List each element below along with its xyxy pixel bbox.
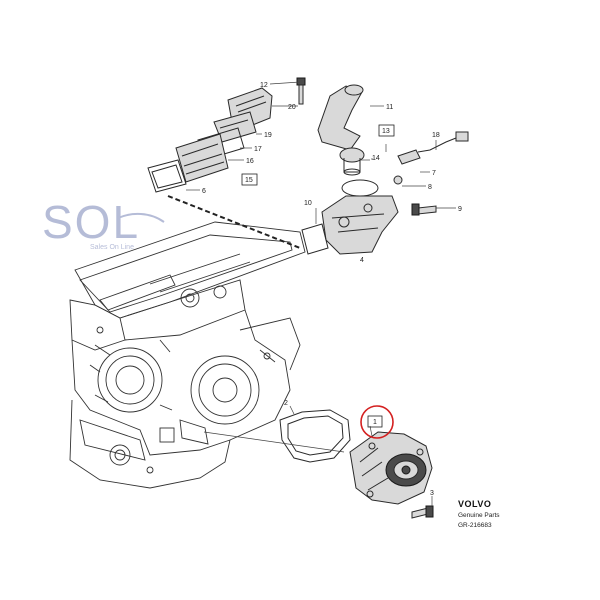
volvo-branding: VOLVO Genuine Parts GR-216683: [458, 499, 500, 529]
callouts: 12 20 11 19 17 16 6 15 13 14 18 7 8 9 10…: [202, 82, 462, 497]
sol-tagline: Sales On Line: [90, 244, 134, 251]
leader-lines: [186, 81, 456, 506]
engine-block: [69, 221, 306, 489]
highlight-ring: [360, 405, 394, 439]
callout-14: 14: [372, 155, 380, 162]
sol-watermark: SOL Sales On Line: [42, 196, 165, 251]
callout-3: 3: [430, 490, 434, 497]
callout-4: 4: [360, 257, 364, 264]
callout-box-13: [378, 124, 395, 137]
callout-15: 15: [245, 177, 253, 184]
callout-11: 11: [386, 104, 393, 111]
callout-20: 20: [288, 104, 296, 111]
callout-18: 18: [432, 132, 440, 139]
brand-name: VOLVO: [458, 499, 491, 509]
callout-13: 13: [382, 128, 390, 135]
callout-6: 6: [202, 188, 206, 195]
thermostat-assembly: [296, 77, 469, 255]
callout-9: 9: [458, 206, 462, 213]
sol-logo: SOL: [42, 196, 140, 248]
callout-16: 16: [246, 158, 254, 165]
water-pump: [279, 409, 434, 519]
callout-19: 19: [264, 132, 272, 139]
callout-box-15: [241, 173, 258, 186]
diagram-reference: GR-216683: [458, 522, 492, 529]
callout-8: 8: [428, 184, 432, 191]
callout-17: 17: [254, 146, 262, 153]
callout-2: 2: [284, 400, 288, 407]
callout-1: 1: [373, 419, 377, 426]
callout-7: 7: [432, 170, 436, 177]
callout-box-1: [367, 415, 383, 428]
upper-housing-group: [147, 87, 273, 193]
brand-subtitle: Genuine Parts: [458, 512, 500, 519]
coolant-hose-route: [167, 195, 301, 249]
callout-12: 12: [260, 82, 268, 89]
callout-10: 10: [304, 200, 312, 207]
swoosh-mark: [117, 212, 165, 223]
